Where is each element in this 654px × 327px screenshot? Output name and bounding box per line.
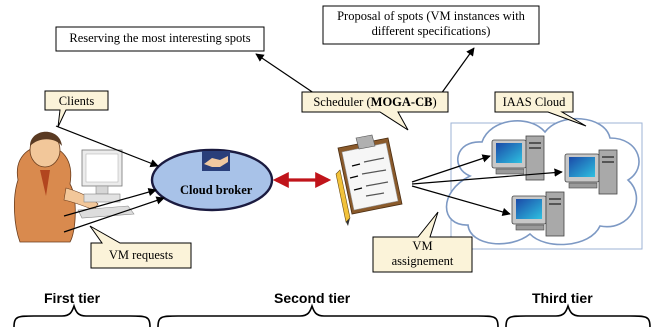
iaas-cloud-label: IAAS Cloud bbox=[502, 95, 566, 109]
clients-callout bbox=[44, 90, 109, 128]
second-tier-brace bbox=[157, 303, 499, 327]
client-desktop-icon bbox=[77, 149, 135, 219]
scheduler-suffix: ) bbox=[432, 95, 437, 109]
scheduler-to-server-arrow bbox=[411, 185, 511, 216]
vm-requests-callout bbox=[89, 225, 192, 269]
proposal-line-2: different specifications) bbox=[371, 24, 491, 38]
first-tier-label: First tier bbox=[44, 290, 101, 306]
clients-label: Clients bbox=[58, 94, 95, 108]
server-computer-icon bbox=[564, 149, 618, 195]
third-tier-brace bbox=[505, 303, 651, 327]
proposal-spots-label: Proposal of spots (VM instances with dif… bbox=[323, 9, 539, 39]
server-computer-icon bbox=[491, 135, 545, 181]
scheduler-label: Scheduler (MOGA-CB) bbox=[302, 95, 448, 110]
proposal-line-1: Proposal of spots (VM instances with bbox=[337, 9, 525, 23]
cloud-broker-ellipse bbox=[150, 148, 274, 212]
vm-requests-label: VM requests bbox=[108, 248, 174, 262]
scheduler-to-server-arrow bbox=[411, 168, 563, 185]
clipboard-icon bbox=[335, 134, 403, 226]
vm-assignement-label: VM assignement bbox=[373, 239, 472, 269]
scheduler-algorithm: MOGA-CB bbox=[370, 95, 433, 109]
scheduler-callout bbox=[301, 91, 449, 131]
handshake-icon bbox=[204, 156, 228, 167]
scheduler-to-server-arrow bbox=[411, 154, 491, 183]
third-tier-label: Third tier bbox=[532, 290, 593, 306]
first-tier-brace bbox=[13, 303, 151, 327]
clients-to-broker-arrow bbox=[55, 125, 159, 168]
reserving-spots-label: Reserving the most interesting spots bbox=[69, 31, 251, 45]
cloud-broker-label: Cloud broker bbox=[180, 183, 253, 197]
server-computer-icon bbox=[511, 191, 565, 237]
vm-assignement-callout bbox=[372, 211, 473, 273]
vm-assignement-line-1: VM bbox=[412, 239, 433, 253]
reserving-spots-box bbox=[55, 26, 265, 52]
requests-to-broker-arrow bbox=[63, 188, 157, 217]
iaas-cloud-callout bbox=[494, 91, 587, 127]
proposal-spots-box bbox=[322, 5, 540, 45]
client-person-icon bbox=[13, 131, 99, 243]
second-tier-label: Second tier bbox=[274, 290, 351, 306]
vm-assignement-line-2: assignement bbox=[391, 254, 454, 268]
scheduler-prefix: Scheduler ( bbox=[313, 95, 371, 109]
requests-to-broker-arrow bbox=[63, 196, 165, 233]
